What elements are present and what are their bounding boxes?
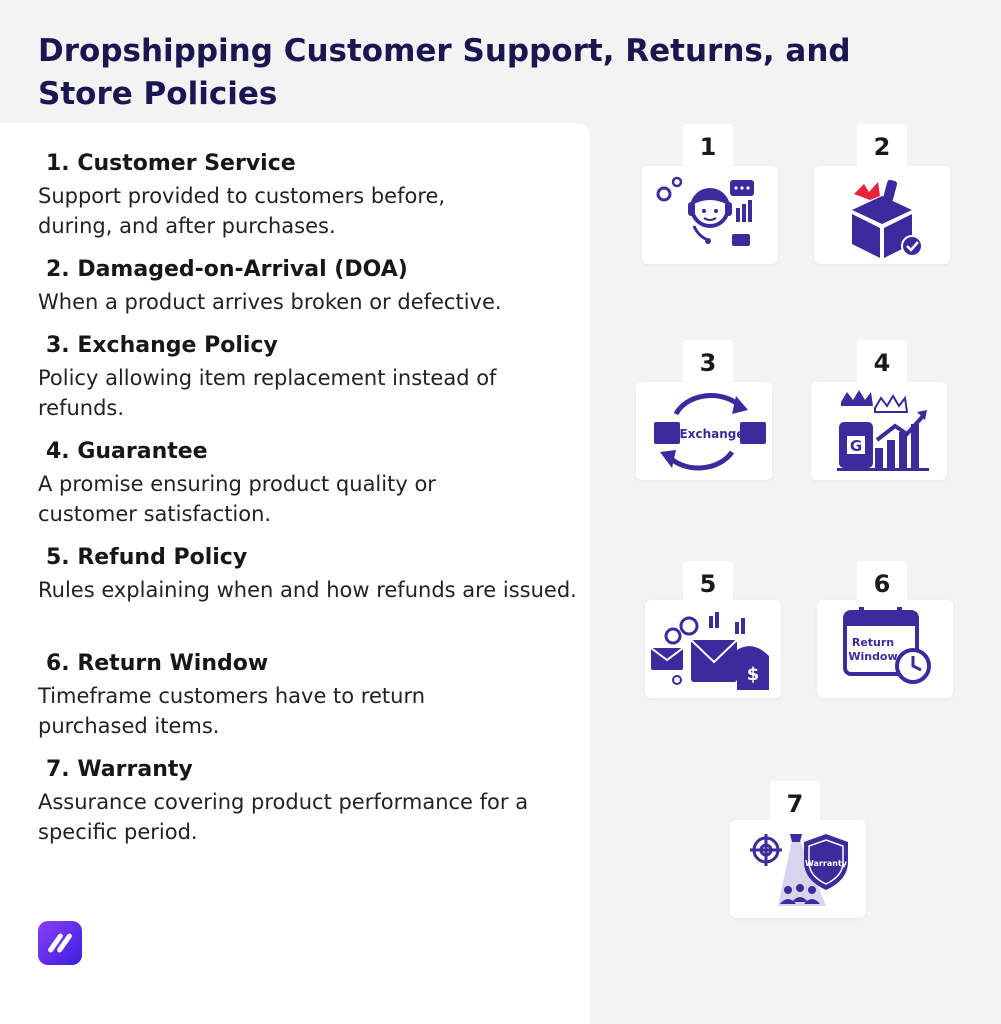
term-title: 4. Guarantee (46, 439, 208, 464)
card-number-6: 6 (857, 561, 907, 607)
card-number-3: 3 (683, 340, 733, 386)
term-definition: Timeframe customers have to return purch… (38, 684, 426, 738)
card-guarantee: G (811, 382, 947, 480)
term-definition: Support provided to customers before, du… (38, 184, 446, 238)
card-customer-service (642, 166, 778, 264)
card-number-1: 1 (683, 124, 733, 170)
term-title: 5. Refund Policy (46, 545, 248, 570)
exchange-icon: Exchange (654, 392, 766, 471)
card-doa (814, 166, 950, 264)
term-doa: 2. Damaged-on-Arrival (DOA) When a produ… (38, 257, 586, 317)
term-title: 7. Warranty (46, 757, 193, 782)
refund-envelope-money-icon: $ (650, 612, 769, 690)
return-window-calendar-icon: Return Window (843, 606, 931, 684)
term-definition: Policy allowing item replacement instead… (38, 366, 497, 420)
term-refund-policy: 5. Refund Policy Rules explaining when a… (38, 545, 586, 605)
terms-panel: 1. Customer Service Support provided to … (0, 123, 590, 1024)
guarantee-label: G (850, 437, 862, 455)
term-definition: Assurance covering product performance f… (38, 790, 529, 844)
card-refund-policy: $ (645, 600, 781, 698)
term-definition: Rules explaining when and how refunds ar… (38, 578, 577, 602)
term-warranty: 7. Warranty Assurance covering product p… (38, 757, 586, 847)
card-number-2: 2 (857, 124, 907, 170)
exchange-label: Exchange (680, 427, 745, 441)
card-number-5: 5 (683, 561, 733, 607)
term-title: 2. Damaged-on-Arrival (DOA) (46, 257, 408, 282)
term-title: 1. Customer Service (46, 151, 296, 176)
card-exchange-policy: Exchange (636, 382, 772, 480)
term-title: 6. Return Window (46, 651, 269, 676)
return-label-line1: Return (852, 636, 894, 649)
card-number-4: 4 (857, 340, 907, 386)
card-return-window: Return Window (817, 600, 953, 698)
term-definition: A promise ensuring product quality or cu… (38, 472, 436, 526)
term-definition: When a product arrives broken or defecti… (38, 290, 502, 314)
term-return-window: 6. Return Window Timeframe customers hav… (38, 651, 586, 741)
term-title: 3. Exchange Policy (46, 333, 278, 358)
return-label-line2: Window (848, 650, 897, 663)
card-warranty: Warranty (730, 820, 866, 918)
term-customer-service: 1. Customer Service Support provided to … (38, 151, 586, 241)
card-number-7: 7 (770, 781, 820, 827)
page-title: Dropshipping Customer Support, Returns, … (38, 33, 851, 112)
damaged-box-icon (852, 179, 923, 258)
term-exchange-policy: 3. Exchange Policy Policy allowing item … (38, 333, 586, 423)
guarantee-crown-chart-icon: G (837, 390, 929, 471)
svg-text:$: $ (747, 664, 760, 685)
warranty-shield-icon: Warranty (750, 834, 848, 906)
brand-logo-icon (38, 921, 82, 965)
warranty-label: Warranty (805, 859, 848, 868)
term-guarantee: 4. Guarantee A promise ensuring product … (38, 439, 586, 529)
customer-service-headset-icon (656, 176, 754, 246)
